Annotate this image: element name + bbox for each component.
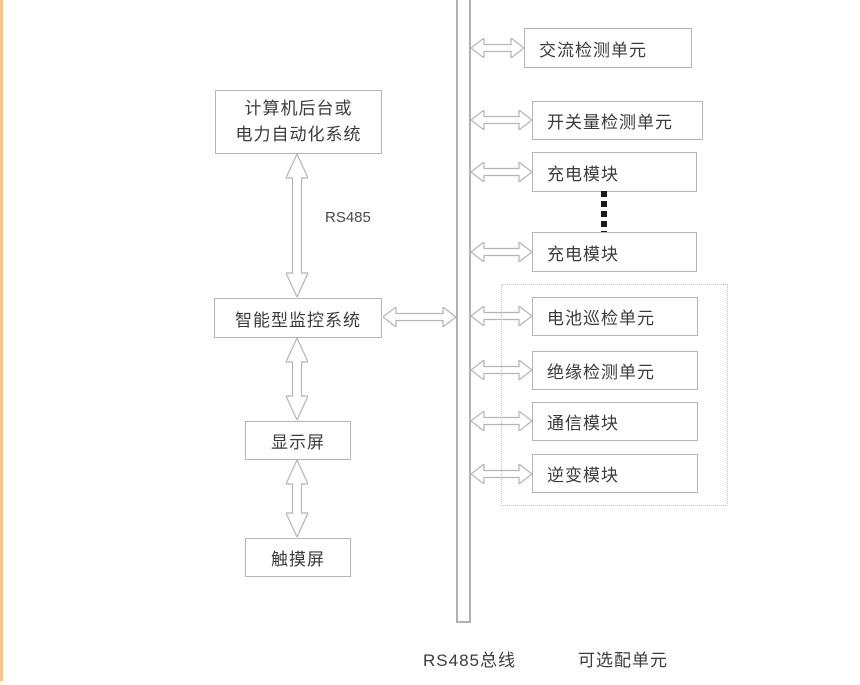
charge-modules-ellipsis-dots bbox=[601, 191, 607, 237]
computer-backend-line1: 计算机后台或 bbox=[244, 99, 353, 118]
charge-module-box-1: 充电模块 bbox=[532, 152, 697, 192]
communication-module-box: 通信模块 bbox=[532, 402, 698, 441]
double-arrow-backend-monitor bbox=[286, 154, 308, 297]
intelligent-monitor-box: 智能型监控系统 bbox=[214, 298, 382, 338]
rs485-link-label: RS485 bbox=[325, 209, 371, 226]
charge-module-box-2: 充电模块 bbox=[532, 232, 697, 272]
rs485-bus-bar bbox=[456, 0, 471, 623]
double-arrow-bus-ac-unit bbox=[471, 38, 524, 58]
accent-left-border bbox=[0, 0, 3, 681]
ac-detection-unit-box: 交流检测单元 bbox=[524, 28, 692, 68]
double-arrow-bus-charge2 bbox=[471, 242, 532, 262]
optional-units-caption: 可选配单元 bbox=[578, 651, 668, 670]
insulation-detection-unit-box: 绝缘检测单元 bbox=[532, 351, 698, 390]
computer-backend-line2: 电力自动化系统 bbox=[235, 125, 362, 144]
double-arrow-bus-charge1 bbox=[471, 162, 532, 182]
double-arrow-monitor-display bbox=[286, 338, 308, 420]
touch-screen-box: 触摸屏 bbox=[245, 538, 351, 577]
double-arrow-monitor-bus bbox=[383, 307, 456, 327]
switch-detection-unit-box: 开关量检测单元 bbox=[532, 101, 703, 140]
computer-backend-box: 计算机后台或 电力自动化系统 bbox=[215, 90, 382, 154]
double-arrow-bus-switch-unit bbox=[471, 110, 532, 130]
double-arrow-display-touch bbox=[286, 460, 308, 537]
display-screen-box: 显示屏 bbox=[245, 421, 351, 460]
optional-units-frame bbox=[501, 284, 728, 506]
battery-inspection-unit-box: 电池巡检单元 bbox=[532, 297, 698, 336]
rs485-bus-caption: RS485总线 bbox=[423, 651, 516, 670]
inverter-module-box: 逆变模块 bbox=[532, 454, 698, 493]
